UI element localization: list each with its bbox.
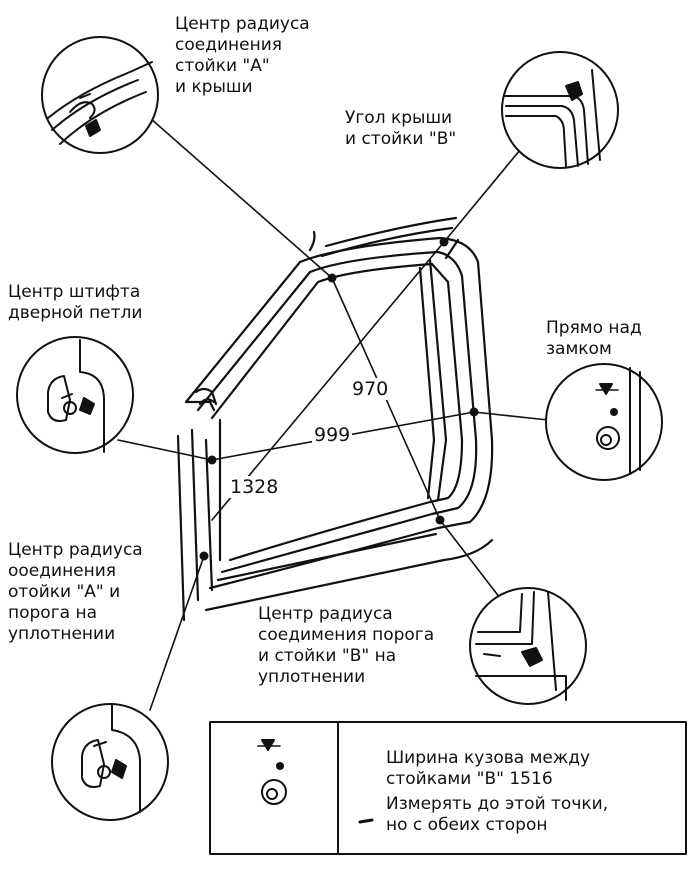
label-roof-b-pillar: Угол крыши и стойки "В" [345, 108, 457, 149]
detail-circle-hinge-pin [16, 336, 134, 454]
detail-circle-a-pillar-sill [51, 703, 169, 821]
legend-measure-text: Измерять до этой точки, но с обеих сторо… [386, 794, 609, 835]
label-hinge-pin: Центр штифта дверной петли [8, 282, 143, 323]
dimension-1328: 1328 [228, 476, 281, 498]
detail-circle-sill-b-pillar [469, 587, 587, 705]
leader-lines [117, 117, 549, 711]
label-a-pillar-sill: Центр радиуса ооединения отойки "А" и по… [8, 540, 143, 644]
legend-box [209, 721, 687, 855]
detail-circle-roof-b-pillar [501, 51, 619, 169]
dimension-999: 999 [312, 424, 353, 446]
detail-circle-a-pillar-roof [41, 36, 159, 154]
label-above-lock: Прямо над замком [546, 318, 642, 359]
dimension-970: 970 [350, 378, 391, 400]
detail-circle-above-lock [545, 363, 663, 481]
door-opening-outline [176, 216, 494, 622]
dimension-line-1328 [211, 241, 445, 521]
label-sill-b-pillar: Центр радиуса соедимения порога и стойки… [258, 604, 435, 687]
legend-width-text: Ширина кузова между стойками "В" 1516 [386, 748, 591, 789]
label-a-pillar-roof: Центр радиуса соединения стойки "А" и кр… [175, 14, 310, 97]
